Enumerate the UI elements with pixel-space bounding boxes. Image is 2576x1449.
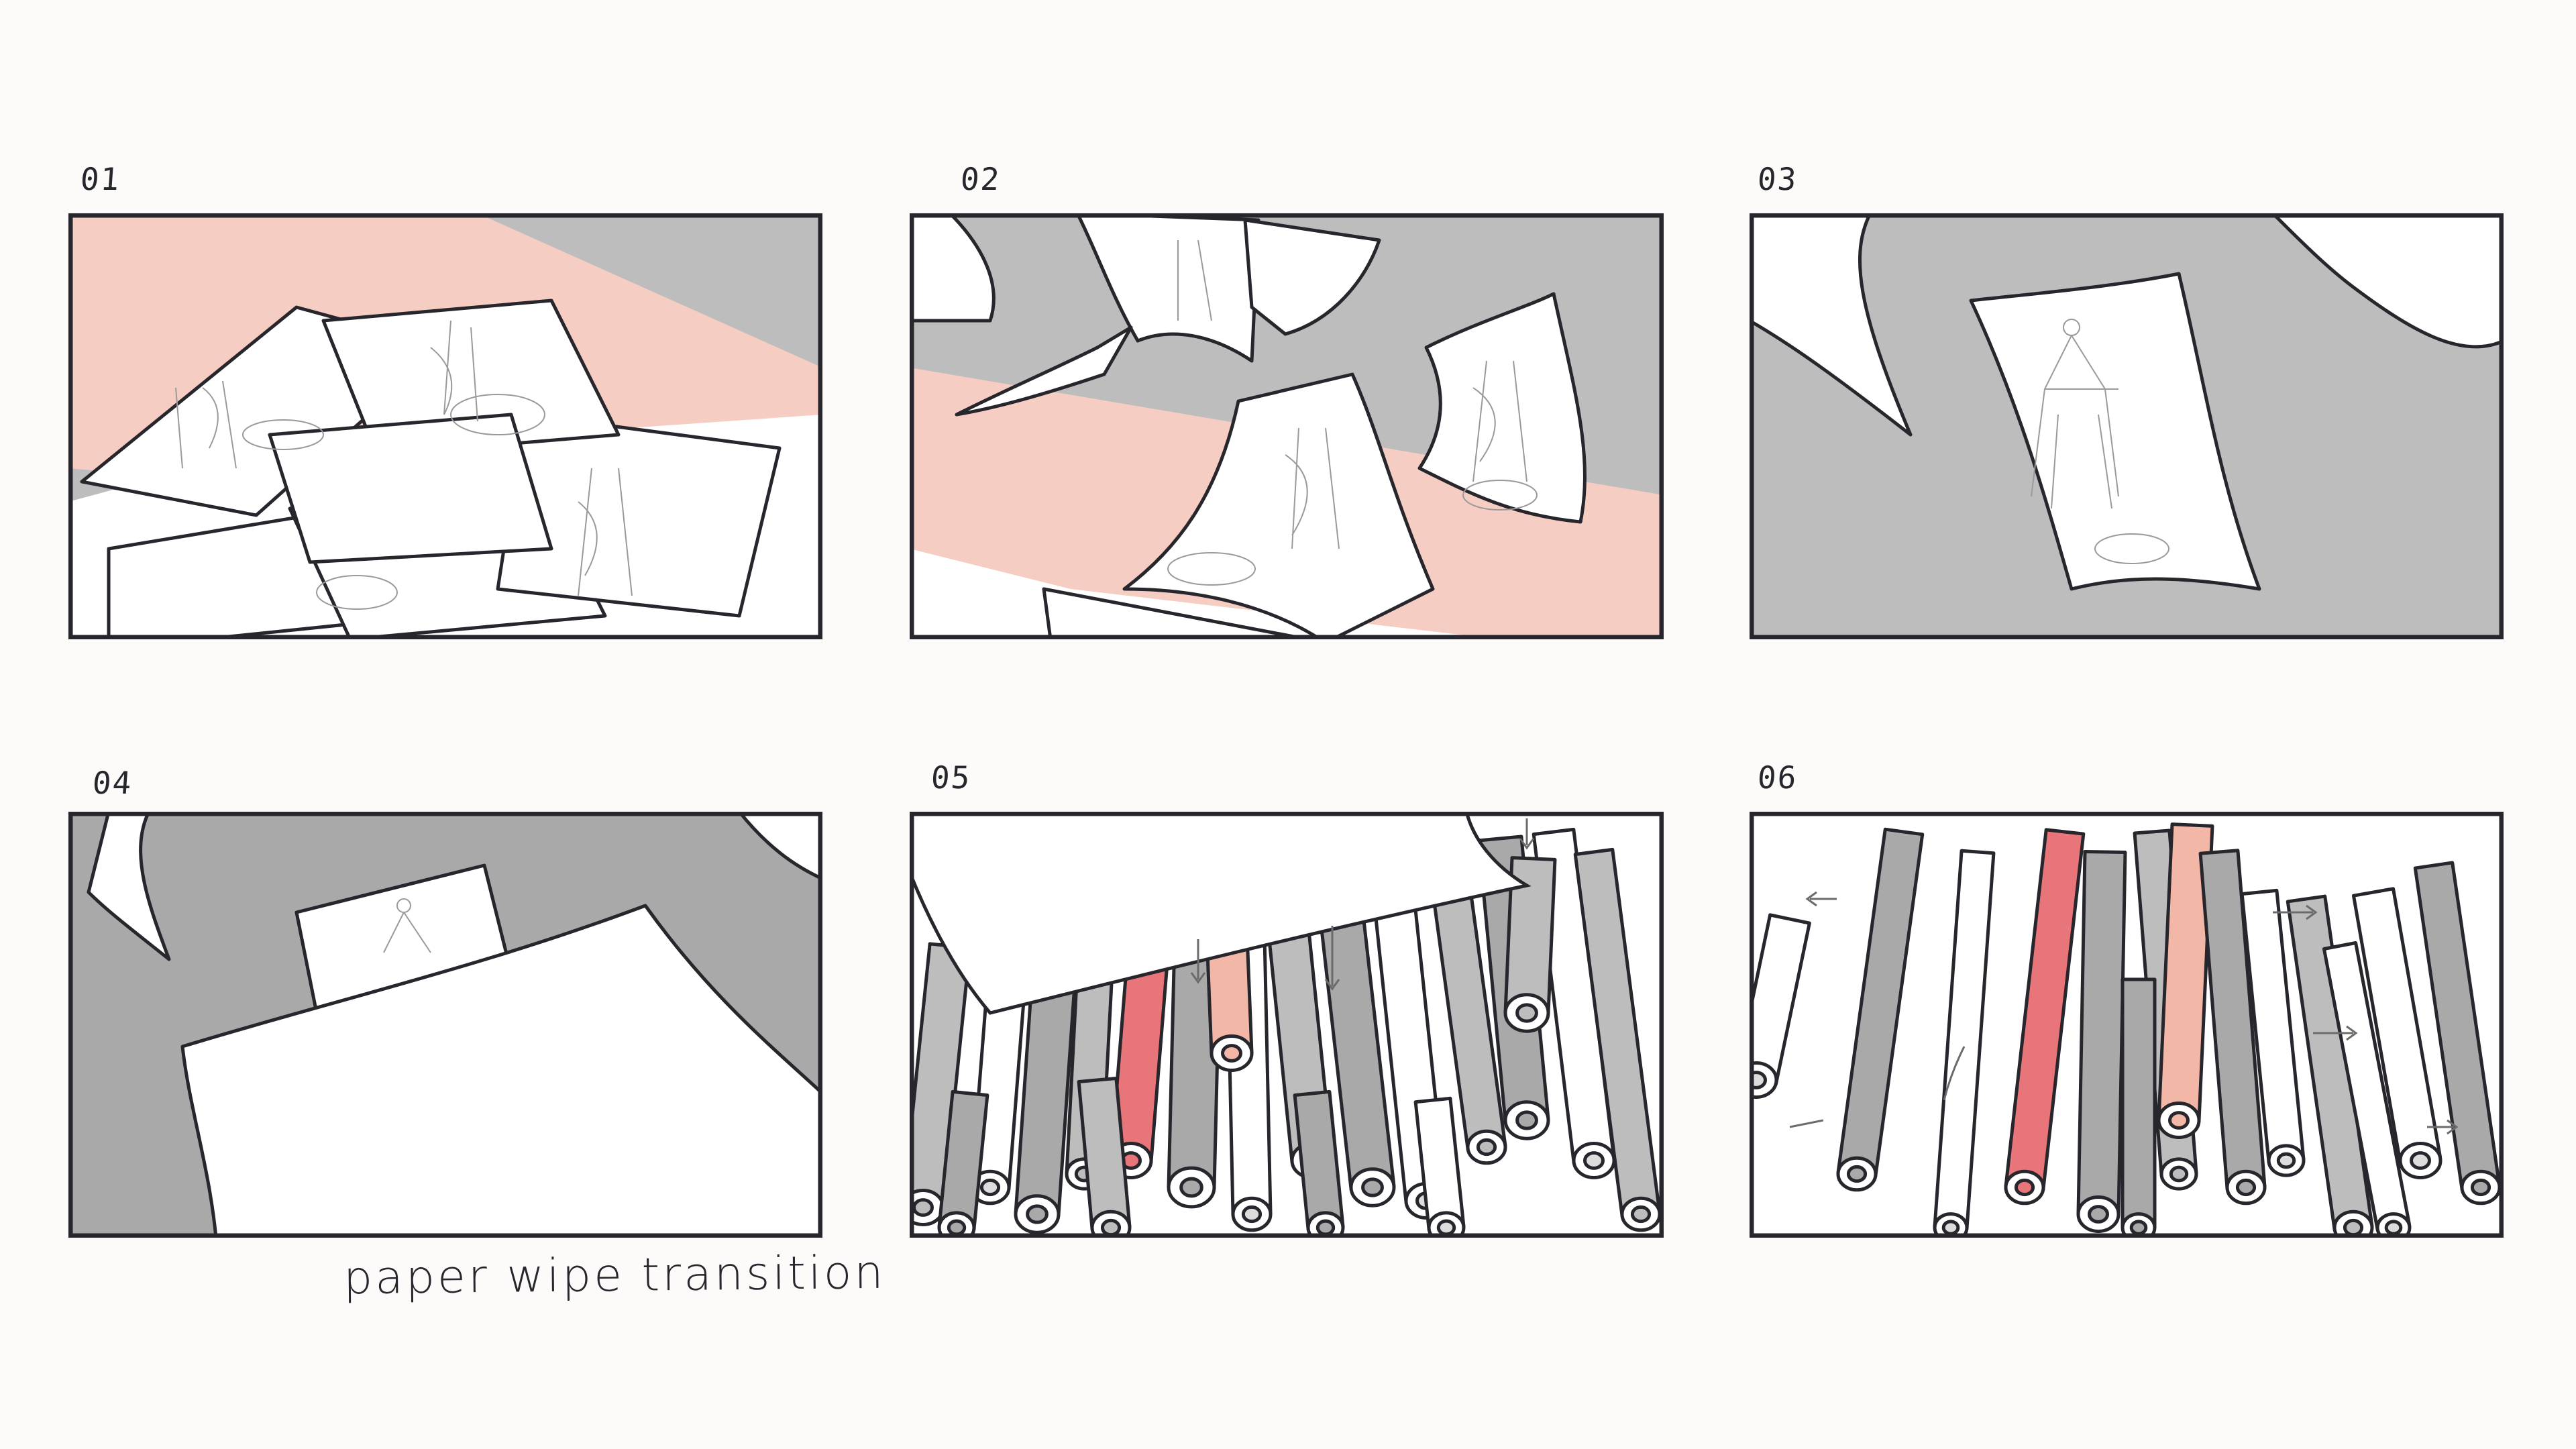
transition-caption: paper wipe transition: [343, 1246, 886, 1305]
panel-06: [1750, 812, 2504, 1238]
panel-number-02: 02: [959, 161, 1002, 197]
roll-9: [2240, 888, 2306, 1177]
panel-01: [68, 213, 822, 639]
panel-number-01: 01: [79, 161, 122, 197]
panel-number-06: 06: [1756, 759, 1799, 796]
roll-18: [1077, 1076, 1132, 1238]
panel-number-05: 05: [930, 759, 973, 796]
roll-19: [1293, 1089, 1345, 1238]
roll-7: [2157, 822, 2214, 1139]
roll-5: [2076, 849, 2127, 1233]
panel-number-03: 03: [1756, 161, 1799, 197]
panel-03: [1750, 213, 2504, 639]
panel-04: [68, 812, 822, 1238]
panel-05-drawing: [910, 812, 1664, 1238]
roll-20: [1413, 1096, 1466, 1238]
panel-01-drawing: [68, 213, 822, 639]
roll-11: [2351, 887, 2443, 1179]
roll-10: [2286, 894, 2374, 1238]
roll-9: [1316, 888, 1396, 1208]
panel-05: [910, 812, 1664, 1238]
roll-2: [1836, 827, 1925, 1192]
roll-4: [2004, 828, 2086, 1205]
roll-1: [1750, 913, 1811, 1099]
roll-8: [2198, 849, 2267, 1205]
panel-02: [910, 213, 1664, 639]
roll-13: [2322, 941, 2412, 1238]
roll-17: [937, 1089, 989, 1238]
panel-number-04: 04: [91, 765, 134, 801]
panel-06-drawing: [1750, 812, 2504, 1238]
panel-03-drawing: [1750, 213, 2504, 639]
roll-14: [2121, 977, 2157, 1238]
panel-02-drawing: [910, 213, 1664, 639]
roll-3: [1933, 849, 1996, 1238]
panel-04-drawing: [68, 812, 822, 1238]
roll-16: [1503, 856, 1557, 1033]
